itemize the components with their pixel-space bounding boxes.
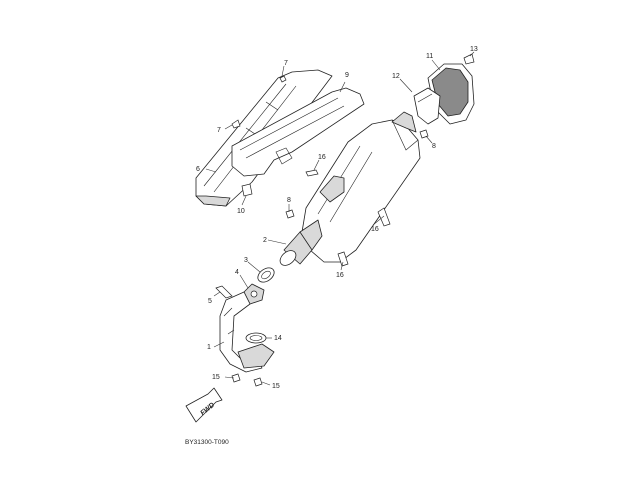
callout-10: 10 [237, 208, 245, 215]
callout-numbers: 1 2 3 4 5 6 7 7 8 8 9 10 11 12 13 14 15 … [196, 46, 478, 390]
fwd-arrow-icon: FWD [185, 387, 223, 423]
callout-9: 9 [345, 72, 349, 79]
callout-12: 12 [392, 73, 400, 80]
gasket-pipe [245, 332, 267, 344]
leader-lines [205, 51, 475, 386]
callout-3: 3 [244, 257, 248, 264]
muffler-end-cap [427, 63, 475, 125]
callout-8-right: 8 [432, 143, 436, 150]
callout-7-top: 7 [284, 60, 288, 67]
callout-15-right: 15 [272, 383, 280, 390]
callout-14: 14 [274, 335, 282, 342]
callout-5: 5 [208, 298, 212, 305]
callout-13: 13 [470, 46, 478, 53]
callout-15-left: 15 [212, 374, 220, 381]
fasteners [215, 75, 429, 387]
clip [241, 183, 253, 197]
exhaust-pipe [219, 291, 275, 373]
callout-16-bottom: 16 [336, 272, 344, 279]
callout-1: 1 [207, 344, 211, 351]
callout-4: 4 [235, 269, 239, 276]
callout-7-left: 7 [217, 127, 221, 134]
end-cap-cover [413, 87, 441, 125]
callout-16-top: 16 [318, 154, 326, 161]
screw-end-cap [463, 53, 475, 65]
callout-2: 2 [263, 237, 267, 244]
muffler-body [279, 111, 421, 266]
callout-16-right: 16 [371, 226, 379, 233]
callout-8-center: 8 [287, 197, 291, 204]
diagram-reference-code: BY31300-T090 [185, 439, 229, 446]
callout-11: 11 [426, 53, 433, 60]
gasket-inlet [257, 267, 275, 283]
callout-6: 6 [196, 166, 200, 173]
